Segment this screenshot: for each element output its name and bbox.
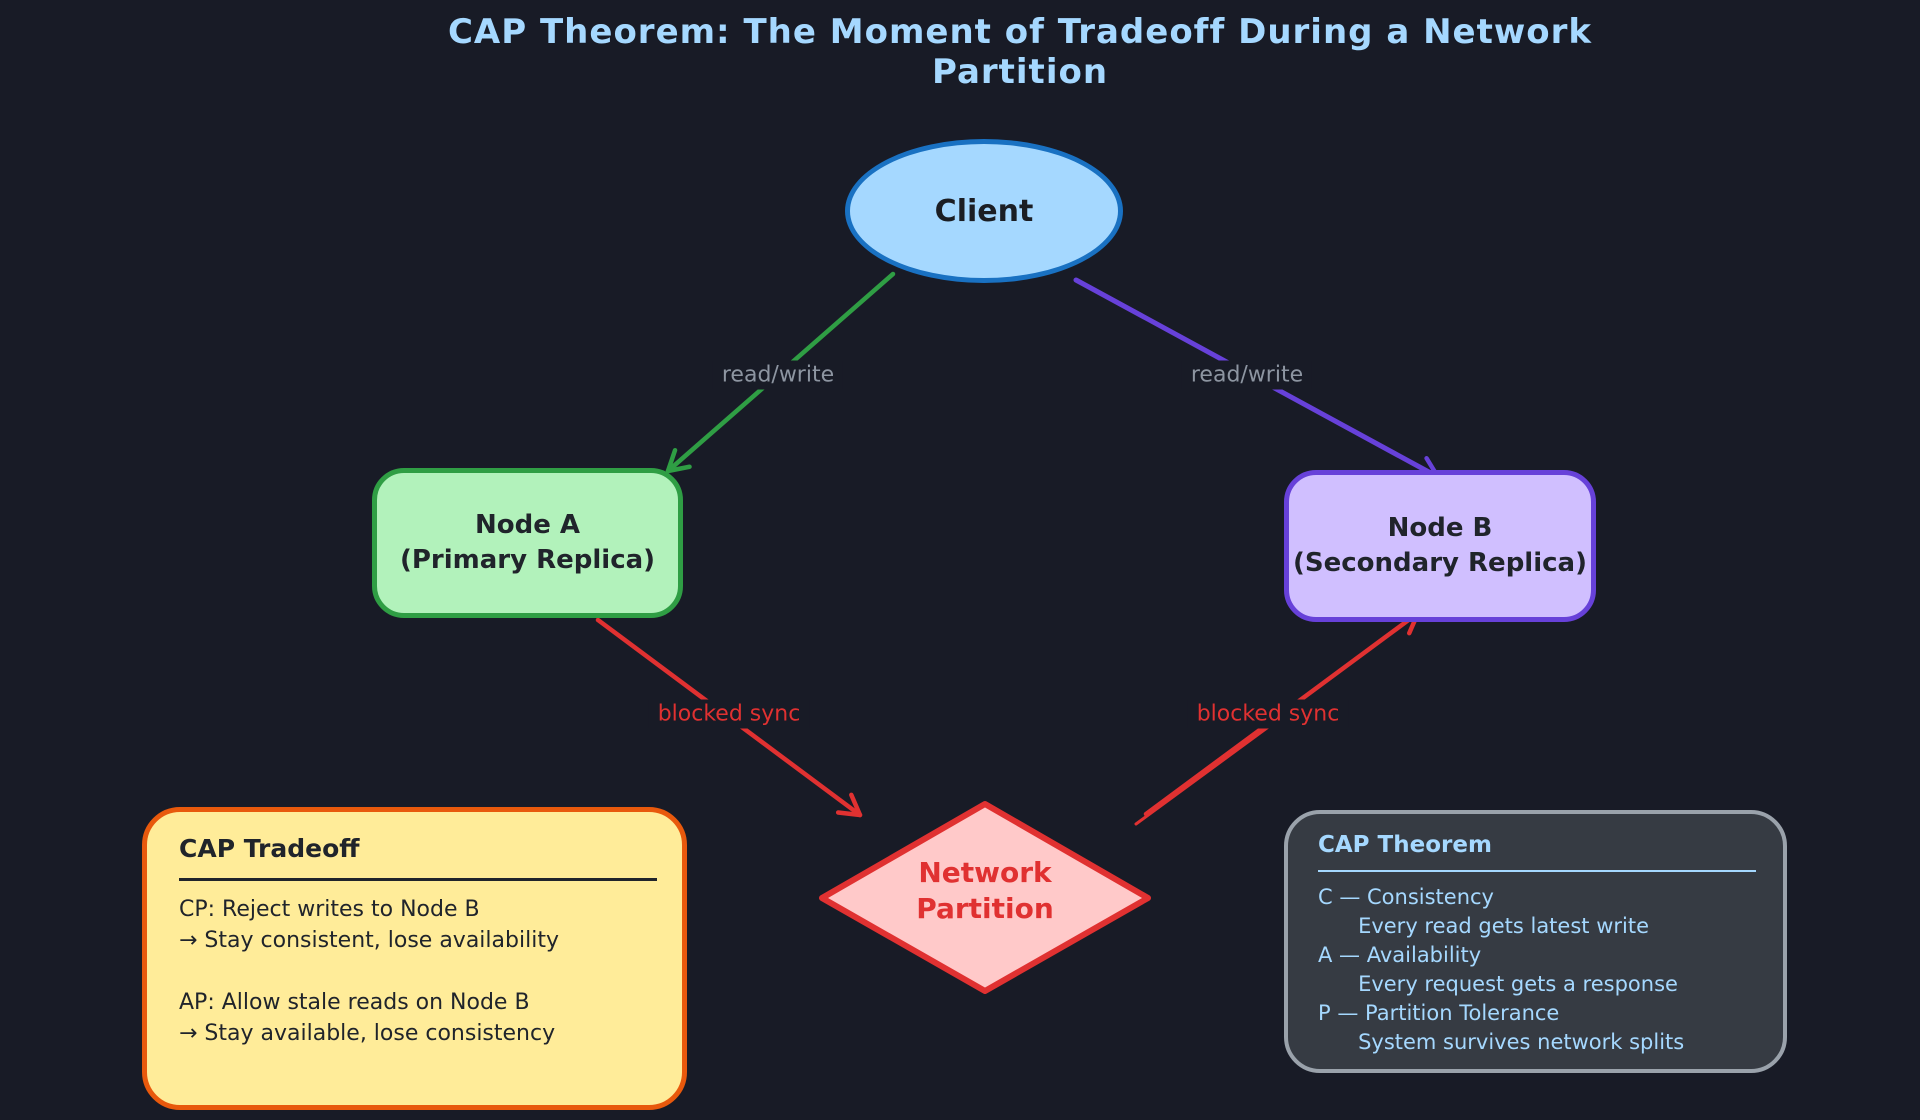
- divider: [179, 878, 657, 881]
- cap-tradeoff-card-title: CAP Tradeoff: [179, 834, 360, 863]
- edge-partition-to-node-b-sketch-stroke: [1134, 715, 1284, 826]
- node-a-label: Node A (Primary Replica): [399, 510, 656, 575]
- network-partition-diamond: [819, 801, 1151, 994]
- edge-label-blocked-sync-right: blocked sync: [1187, 699, 1349, 729]
- edge-label-blocked-sync-left: blocked sync: [648, 699, 810, 729]
- divider: [1318, 870, 1756, 872]
- diagram-title: CAP Theorem: The Moment of Tradeoff Duri…: [447, 12, 1593, 92]
- cap-theorem-card: CAP Theorem C — Consistency Every read g…: [1284, 810, 1787, 1073]
- edge-label-read-write-right: read/write: [1181, 360, 1313, 390]
- network-partition-label: Network Partition: [916, 856, 1054, 925]
- cap-tradeoff-card-body: CP: Reject writes to Node B → Stay consi…: [179, 897, 559, 1046]
- client-label: Client: [934, 193, 1034, 229]
- cap-tradeoff-card: CAP Tradeoff CP: Reject writes to Node B…: [142, 807, 687, 1110]
- edge-label-read-write-left: read/write: [712, 360, 844, 390]
- cap-theorem-card-title: CAP Theorem: [1318, 832, 1492, 858]
- node-b-label: Node B (Secondary Replica): [1293, 513, 1587, 578]
- node-a: Node A (Primary Replica): [372, 468, 683, 618]
- cap-theorem-card-body: C — Consistency Every read gets latest w…: [1318, 885, 1685, 1054]
- node-b: Node B (Secondary Replica): [1284, 470, 1596, 622]
- client-node: Client: [845, 139, 1123, 283]
